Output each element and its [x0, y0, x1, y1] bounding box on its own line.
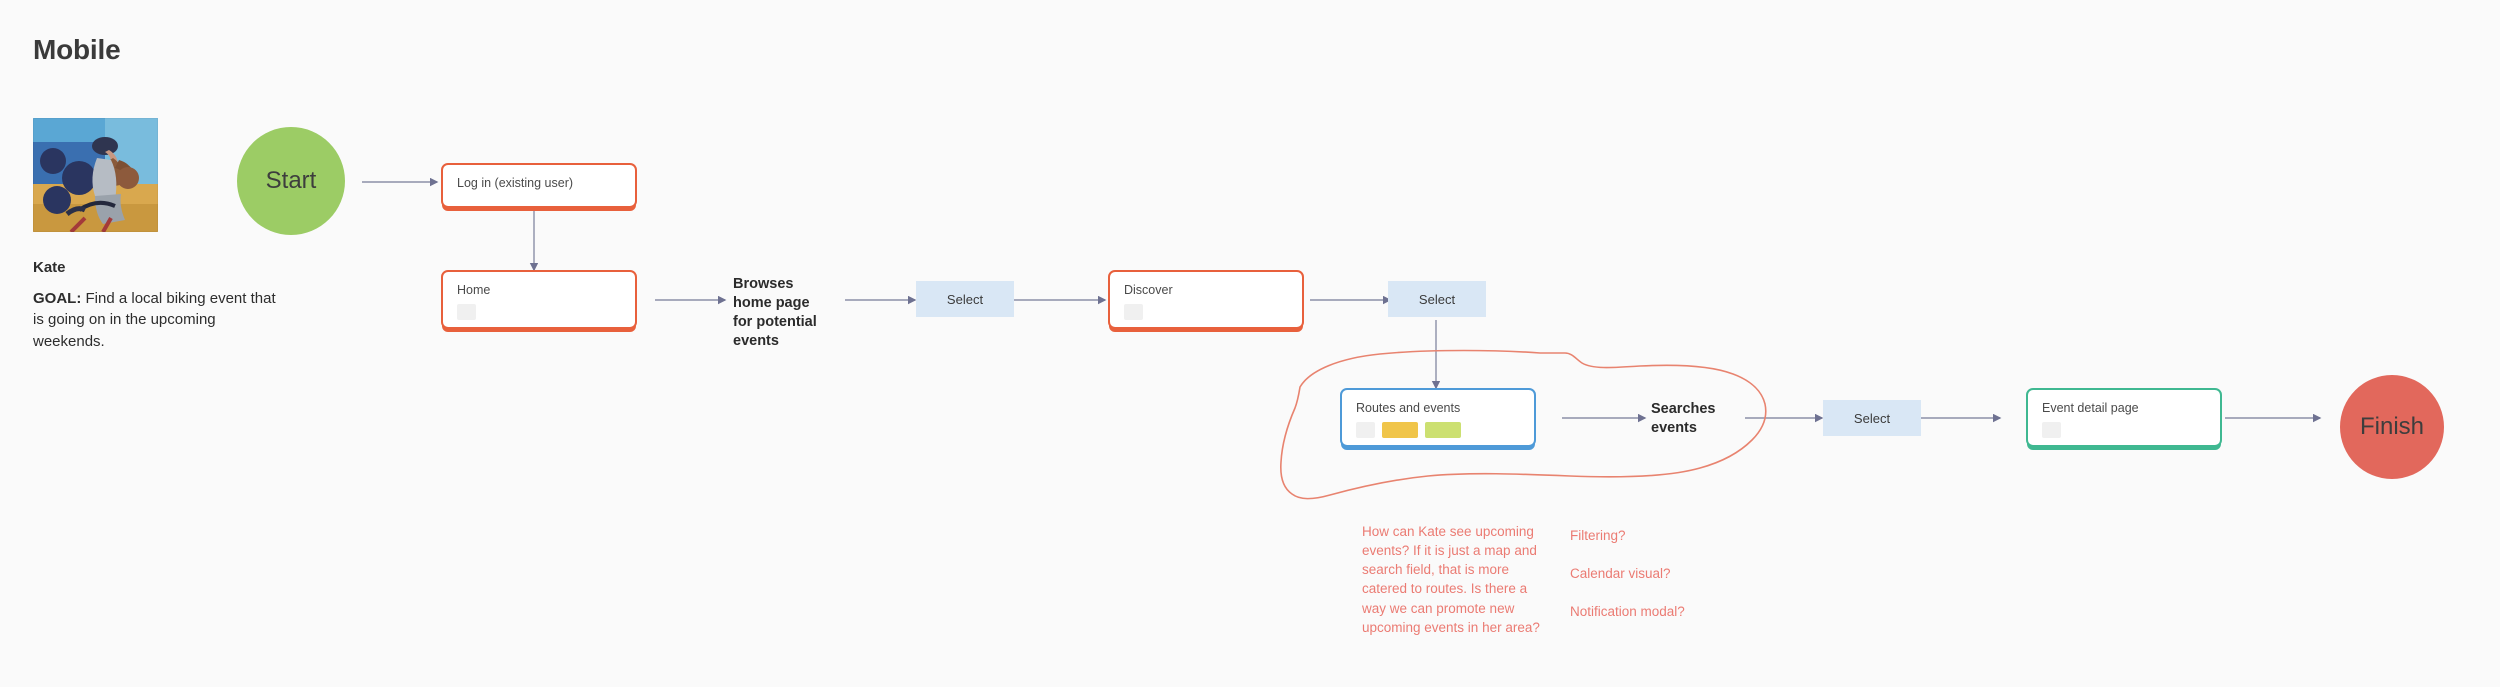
finish-terminator[interactable]: Finish	[2340, 375, 2444, 479]
screen-card-discover-label: Discover	[1124, 283, 1173, 297]
page-title: Mobile	[33, 34, 121, 65]
screen-card-routes-and-events[interactable]: Routes and events	[1340, 388, 1536, 447]
select-chip-3-label: Select	[1853, 410, 1891, 426]
annotation-ideas-list: Filtering? Calendar visual? Notification…	[1570, 526, 1770, 640]
select-chip-2-label: Select	[1418, 291, 1456, 307]
persona-photo	[33, 118, 158, 232]
screen-card-home-thumbs	[457, 304, 476, 320]
thumb-swatch-placeholder	[457, 304, 476, 320]
screen-card-event-detail-thumbs	[2042, 422, 2061, 438]
screen-card-login-label: Log in (existing user)	[457, 176, 574, 190]
screen-card-event-detail[interactable]: Event detail page	[2026, 388, 2222, 447]
screen-card-routes-thumbs	[1356, 422, 1461, 438]
action-label-browses: Browses home page for potential events	[733, 276, 817, 350]
action-label-searches: Searches events	[1651, 401, 1716, 437]
persona-goal-label: GOAL:	[33, 290, 82, 307]
start-terminator-label: Start	[265, 167, 317, 194]
annotation-idea-notification: Notification modal?	[1570, 604, 1685, 620]
screen-card-home-label: Home	[457, 283, 491, 297]
annotation-question: How can Kate see upcoming events? If it …	[1362, 524, 1540, 635]
select-chip-1-label: Select	[946, 291, 984, 307]
annotation-idea-filtering: Filtering?	[1570, 528, 1626, 543]
thumb-swatch-placeholder	[1124, 304, 1143, 320]
screen-card-discover-thumbs	[1124, 304, 1143, 320]
screen-card-login[interactable]: Log in (existing user)	[441, 163, 637, 208]
persona-goal: GOAL: Find a local biking event that is …	[33, 288, 281, 352]
screen-card-routes-and-events-label: Routes and events	[1356, 401, 1461, 415]
thumb-swatch-green	[1425, 422, 1461, 438]
thumb-swatch-yellow	[1382, 422, 1418, 438]
finish-terminator-label: Finish	[2359, 413, 2425, 440]
screen-card-home[interactable]: Home	[441, 270, 637, 329]
cyclist-photo-illustration	[33, 118, 158, 232]
thumb-swatch-placeholder	[1356, 422, 1375, 438]
select-chip-1[interactable]: Select	[916, 281, 1014, 317]
thumb-swatch-placeholder	[2042, 422, 2061, 438]
start-terminator[interactable]: Start	[237, 127, 345, 235]
persona-name: Kate	[33, 259, 66, 276]
lasso-annotation-circle	[1280, 349, 1767, 500]
select-chip-3[interactable]: Select	[1823, 400, 1921, 436]
annotation-idea-calendar: Calendar visual?	[1570, 566, 1671, 582]
persona-goal-text: Find a local biking event that is going …	[33, 290, 276, 350]
screen-card-discover[interactable]: Discover	[1108, 270, 1304, 329]
screen-card-event-detail-label: Event detail page	[2042, 401, 2139, 415]
select-chip-2[interactable]: Select	[1388, 281, 1486, 317]
